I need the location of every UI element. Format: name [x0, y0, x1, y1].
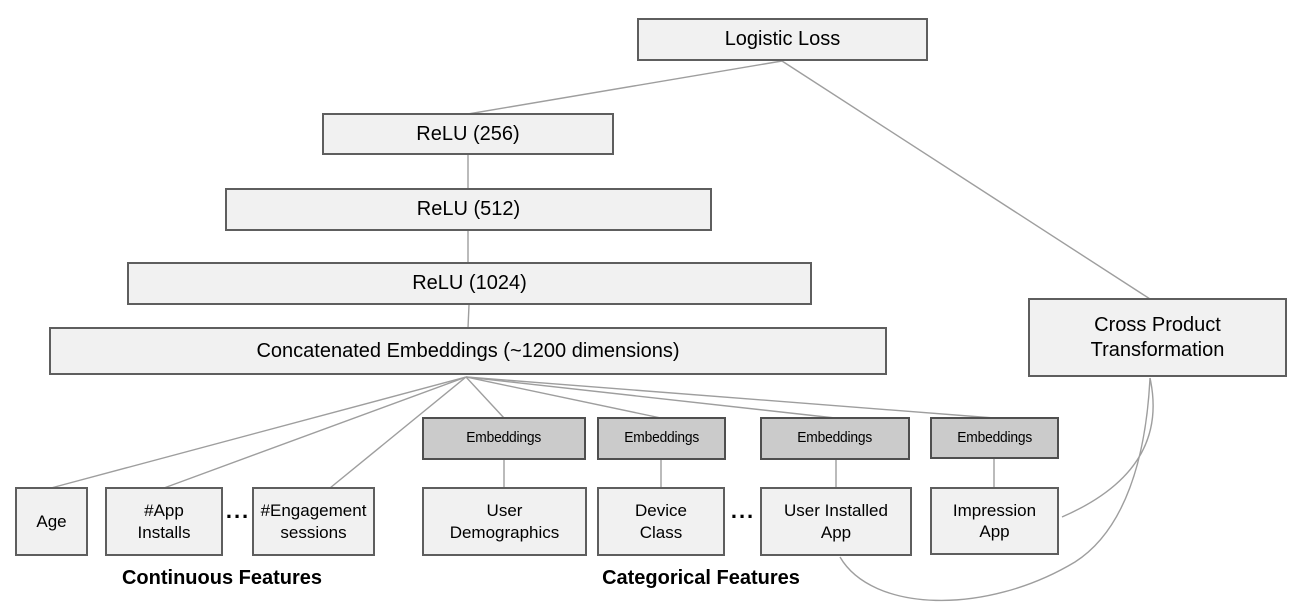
edge-concat-embeddings3: [465, 376, 836, 419]
node-label: User Demographics: [449, 501, 560, 542]
node-relu-512: ReLU (512): [225, 188, 712, 231]
node-relu-256: ReLU (256): [322, 113, 614, 155]
node-device-class: Device Class: [597, 487, 725, 556]
edge-loss-relu256: [467, 60, 783, 115]
node-label: User Installed App: [784, 501, 888, 542]
node-embeddings-2: Embeddings: [597, 417, 726, 460]
node-user-demographics: User Demographics: [422, 487, 587, 556]
node-label: ReLU (256): [416, 122, 520, 145]
node-label: ReLU (1024): [412, 272, 527, 294]
node-engagement-sessions: #Engagement sessions: [252, 487, 375, 556]
node-label: Age: [36, 511, 67, 531]
node-label: #App Installs: [137, 501, 191, 542]
node-user-installed-app: User Installed App: [760, 487, 912, 556]
node-cross-product-transformation: Cross Product Transformation: [1028, 298, 1287, 377]
node-label: Cross Product Transformation: [1090, 313, 1225, 361]
node-embeddings-1: Embeddings: [422, 417, 586, 460]
node-app-installs: #App Installs: [105, 487, 223, 556]
node-label: Embeddings: [624, 429, 699, 447]
edge-concat-embeddings2: [465, 376, 662, 419]
node-label: Concatenated Embeddings (~1200 dimension…: [256, 339, 680, 362]
ellipsis-categorical: ...: [730, 498, 756, 523]
caption-continuous-features: Continuous Features: [121, 567, 322, 589]
caption-categorical-features: Categorical Features: [602, 567, 800, 589]
edge-concat-embeddings1: [465, 376, 505, 419]
node-label: ReLU (512): [416, 198, 521, 220]
node-age: Age: [15, 487, 88, 556]
node-relu-1024: ReLU (1024): [127, 262, 812, 305]
node-logistic-loss: Logistic Loss: [637, 18, 928, 61]
edge-concat-age: [50, 376, 467, 489]
node-label: Embeddings: [797, 429, 873, 447]
node-concatenated-embeddings: Concatenated Embeddings (~1200 dimension…: [49, 327, 887, 375]
node-label: Logistic Loss: [724, 28, 841, 50]
node-impression-app: Impression App: [930, 487, 1059, 555]
node-label: Device Class: [635, 501, 687, 542]
edge-relu1024-concat: [467, 304, 470, 329]
node-embeddings-3: Embeddings: [760, 417, 910, 460]
edge-loss-crossproduct: [781, 60, 1151, 300]
node-label: Impression App: [952, 500, 1037, 541]
node-label: Embeddings: [466, 429, 542, 447]
node-label: Embeddings: [957, 428, 1032, 446]
node-embeddings-4: Embeddings: [930, 417, 1059, 459]
edge-concat-embeddings4: [465, 376, 995, 419]
node-label: #Engagement sessions: [260, 501, 367, 542]
edge-concat-appinstalls: [163, 376, 467, 489]
edge-impression-crossproduct: [1061, 377, 1154, 518]
ellipsis-continuous: ...: [225, 498, 251, 523]
